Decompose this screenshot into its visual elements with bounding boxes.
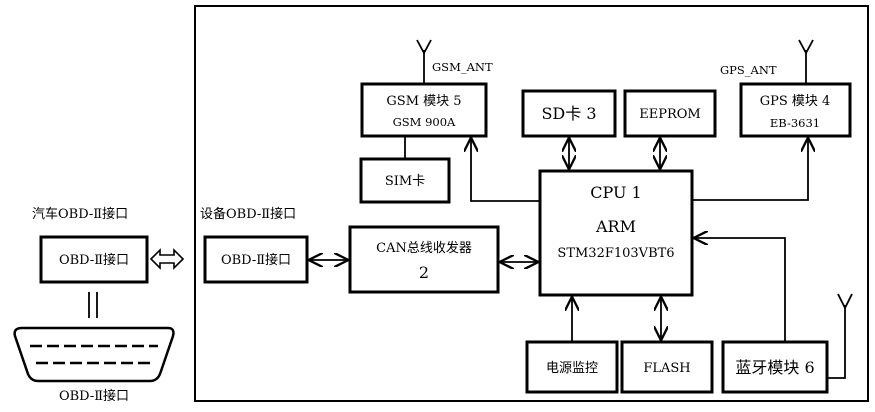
gsm-label-1: GSM 模块 5	[386, 94, 461, 109]
eeprom-box	[623, 89, 717, 138]
gsm-antenna-label: GSM_ANT	[432, 60, 493, 74]
gps-module-box	[739, 82, 852, 138]
cpu-box	[538, 169, 694, 297]
bluetooth-label: 蓝牙模块 6	[735, 358, 814, 377]
gps-antenna-icon	[798, 39, 814, 84]
gsm-antenna-icon	[416, 39, 432, 84]
gps-label-2: EB-3631	[770, 116, 820, 130]
can-label-2: 2	[419, 263, 429, 282]
connector-label: OBD-Ⅱ接口	[59, 388, 129, 404]
gps-label-1: GPS 模块 4	[760, 94, 831, 109]
bt-cpu-arrow	[695, 238, 786, 342]
flash-box	[620, 340, 714, 394]
device-obd-caption: 设备OBD-Ⅱ接口	[200, 206, 296, 222]
device-frame	[194, 5, 869, 402]
device-obd-box	[203, 235, 309, 284]
cpu-label-2: ARM	[595, 217, 636, 236]
car-obd-caption: 汽车OBD-Ⅱ接口	[32, 206, 128, 222]
gps-antenna-label: GPS_ANT	[720, 63, 777, 77]
device-obd-box-label: OBD-Ⅱ接口	[221, 252, 291, 268]
sim-label: SIM卡	[385, 174, 425, 189]
cpu-label-3: STM32F103VBT6	[557, 246, 674, 261]
flash-label: FLASH	[643, 361, 690, 376]
sd-card-box	[521, 89, 617, 138]
power-label: 电源监控	[546, 361, 598, 376]
car-obd-box	[39, 235, 149, 284]
gsm-cpu-arrow	[471, 139, 540, 202]
bluetooth-box	[721, 340, 829, 394]
cpu-label-1: CPU 1	[590, 183, 641, 202]
bluetooth-antenna-icon	[827, 293, 853, 379]
gsm-label-2: GSM 900A	[393, 115, 456, 129]
double-arrow-icon	[149, 248, 185, 270]
gsm-module-box	[360, 82, 488, 138]
sim-card-box	[359, 157, 451, 204]
can-label-1: CAN总线收发器	[376, 240, 472, 256]
sd-label: SD卡 3	[541, 104, 596, 123]
cpu-gps-arrow	[692, 139, 808, 201]
car-obd-box-label: OBD-Ⅱ接口	[59, 252, 129, 268]
eeprom-label: EEPROM	[639, 107, 700, 122]
can-transceiver-box	[348, 225, 500, 294]
obd-connector-icon	[13, 326, 175, 383]
